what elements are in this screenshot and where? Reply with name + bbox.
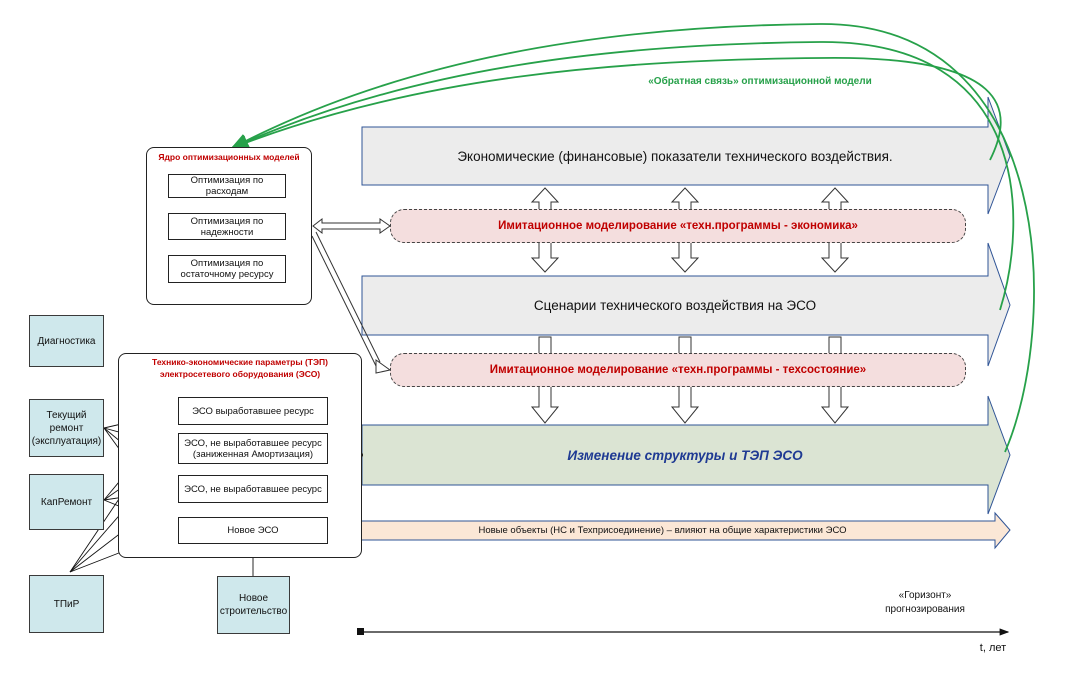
tep-title-line2: электросетевого оборудования (ЭСО): [159, 369, 321, 379]
new-objects-band-label: Новые объекты (НС и Техприсоединение) – …: [478, 525, 847, 536]
input-diagnostics: Диагностика: [29, 315, 104, 367]
tep-item-not-depleted-low-amort: ЭСО, не выработавшее ресурс (заниженная …: [178, 433, 328, 464]
input-tpir: ТПиР: [29, 575, 104, 633]
core-to-tech-arrowhead: [375, 359, 392, 374]
imitation-econ-pill: Имитационное моделирование «техн.програм…: [390, 209, 966, 243]
input-capital-repair: КапРемонт: [29, 474, 104, 530]
tep-item-not-depleted: ЭСО, не выработавшее ресурс: [178, 475, 328, 503]
optimization-core-title: Ядро оптимизационных моделей: [158, 152, 300, 162]
horizon-line2: прогнозирования: [885, 604, 965, 615]
time-axis-origin: [357, 628, 364, 635]
structure-band-label: Изменение структуры и ТЭП ЭСО: [567, 447, 803, 463]
scenarios-band-label: Сценарии технического воздействия на ЭСО: [533, 298, 817, 313]
imitation-tech-pill: Имитационное моделирование «техн.програм…: [390, 353, 966, 387]
tep-item-depleted: ЭСО выработавшее ресурс: [178, 397, 328, 425]
time-axis-label: t, лет: [979, 642, 1007, 654]
horizon-line1: «Горизонт»: [898, 590, 952, 601]
core-to-econ-connector: [312, 217, 391, 235]
feedback-label: «Обратная связь» оптимизационной модели: [648, 76, 872, 87]
tep-title-line1: Технико-экономические параметры (ТЭП): [152, 357, 328, 367]
core-item-reliability: Оптимизация по надежности: [168, 213, 286, 240]
input-new-construction: Новое строительство: [217, 576, 290, 634]
tep-item-new: Новое ЭСО: [178, 517, 328, 544]
input-current-repair: Текущий ремонт (эксплуатация): [29, 399, 104, 457]
core-item-cost: Оптимизация по расходам: [168, 174, 286, 198]
economic-band-label: Экономические (финансовые) показатели те…: [457, 148, 893, 164]
core-item-residual: Оптимизация по остаточному ресурсу: [168, 255, 286, 283]
